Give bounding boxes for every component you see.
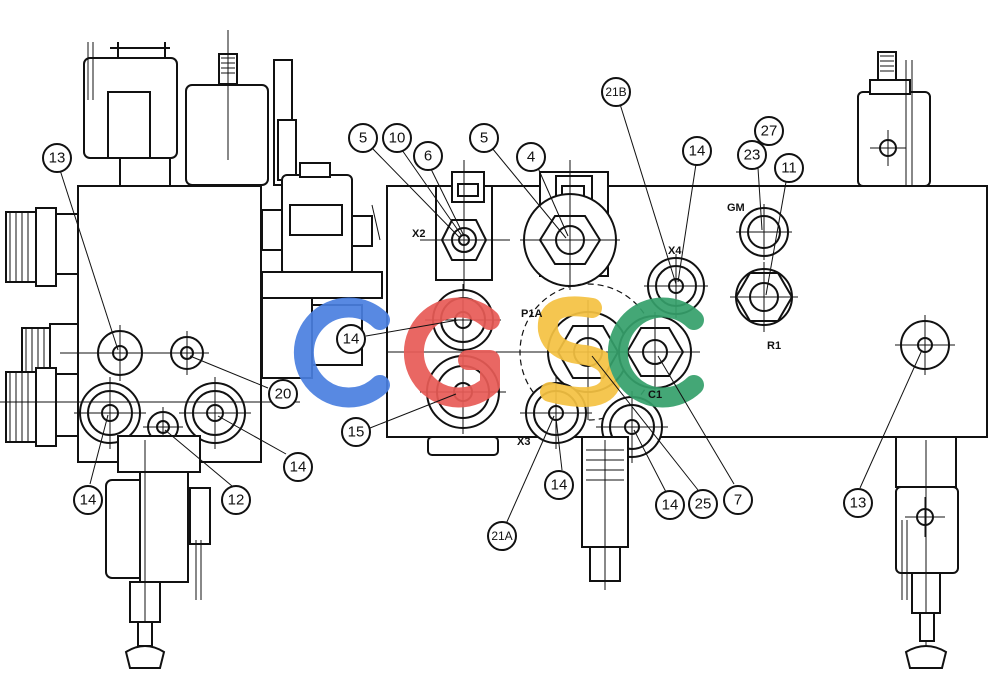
callout-6: 6 — [413, 141, 443, 171]
bottom-solenoid-left — [105, 435, 211, 669]
port-label-gm: GM — [727, 202, 745, 214]
callout-label: 23 — [744, 147, 761, 164]
port-gm — [736, 204, 792, 260]
callout-label: 14 — [343, 331, 360, 348]
callout-label: 14 — [551, 477, 568, 494]
leader-lines — [59, 103, 923, 525]
watermark-letter-c1 — [293, 297, 390, 408]
port-label-x4: X4 — [668, 245, 682, 257]
callout-14-left-a: 14 — [73, 485, 103, 515]
port-13-right — [895, 315, 955, 375]
port-r1 — [730, 262, 798, 332]
watermark-letter-g — [403, 297, 500, 408]
callout-12: 12 — [221, 485, 251, 515]
port-c1 — [615, 312, 700, 392]
callout-label: 5 — [359, 130, 367, 147]
callout-label: 21B — [605, 85, 626, 99]
callout-14-left-b: 14 — [283, 452, 313, 482]
port-label-x3: X3 — [517, 436, 530, 448]
hose-fitting-top — [5, 207, 79, 287]
callout-label: 20 — [275, 386, 292, 403]
callout-label: 10 — [389, 130, 406, 147]
callout-label: 14 — [80, 492, 97, 509]
port-20 — [165, 331, 209, 375]
callout-21A: 21A — [487, 521, 517, 551]
callout-label: 11 — [781, 160, 797, 177]
callout-label: 13 — [850, 495, 867, 512]
solenoid-stem — [119, 157, 171, 187]
bottom-nut — [427, 436, 499, 456]
callout-5-b: 5 — [469, 123, 499, 153]
port-label-r1: R1 — [767, 340, 781, 352]
callout-5-a: 5 — [348, 123, 378, 153]
left-side-view — [0, 30, 383, 669]
callout-label: 14 — [290, 459, 307, 476]
callout-21B: 21B — [601, 77, 631, 107]
port-label-c1: C1 — [648, 389, 662, 401]
callout-label: 4 — [527, 149, 535, 166]
callout-label: 6 — [424, 148, 432, 165]
bottom-right-solenoid — [895, 436, 959, 669]
callout-4: 4 — [516, 142, 546, 172]
callout-10: 10 — [382, 123, 412, 153]
callout-14-x3: 14 — [544, 470, 574, 500]
port-label-x2: X2 — [412, 228, 425, 240]
callout-label: 14 — [662, 497, 679, 514]
callout-11: 11 — [774, 153, 804, 183]
callout-7: 7 — [723, 485, 753, 515]
callout-label: 12 — [228, 492, 245, 509]
callout-label: 5 — [480, 130, 488, 147]
bottom-fitting-center — [581, 436, 629, 590]
callout-13-right: 13 — [843, 488, 873, 518]
hose-fitting-bottom — [5, 367, 79, 447]
callout-label: 25 — [695, 496, 712, 513]
valve-cartridge-4 — [520, 160, 620, 290]
valve-cartridge-x2 — [420, 160, 510, 290]
callout-14-center: 14 — [336, 324, 366, 354]
watermark-letter-s — [537, 296, 621, 408]
port-14-left-a — [74, 377, 146, 449]
callout-25: 25 — [688, 489, 718, 519]
callout-20: 20 — [268, 379, 298, 409]
port-label-p1a: P1A — [521, 308, 542, 320]
callout-label: 13 — [49, 150, 66, 167]
port-14-left-b — [179, 377, 251, 449]
adjust-knob-left — [124, 645, 166, 669]
callout-27: 27 — [754, 116, 784, 146]
adjust-knob-right — [904, 645, 948, 669]
callout-label: 21A — [491, 529, 512, 543]
callout-label: 15 — [348, 424, 365, 441]
cgsc-watermark — [293, 296, 704, 408]
callout-label: 27 — [761, 123, 778, 140]
callout-label: 7 — [734, 492, 742, 509]
callout-15: 15 — [341, 417, 371, 447]
top-right-solenoid — [857, 51, 931, 187]
callout-23: 23 — [737, 140, 767, 170]
solenoid-coil-right — [185, 84, 269, 186]
watermark-letter-c2 — [607, 297, 704, 408]
callout-14-bottom: 14 — [655, 490, 685, 520]
callout-14-x4: 14 — [682, 136, 712, 166]
callout-13-left: 13 — [42, 143, 72, 173]
callout-label: 14 — [689, 143, 706, 160]
solenoid-coil-left — [83, 57, 178, 159]
